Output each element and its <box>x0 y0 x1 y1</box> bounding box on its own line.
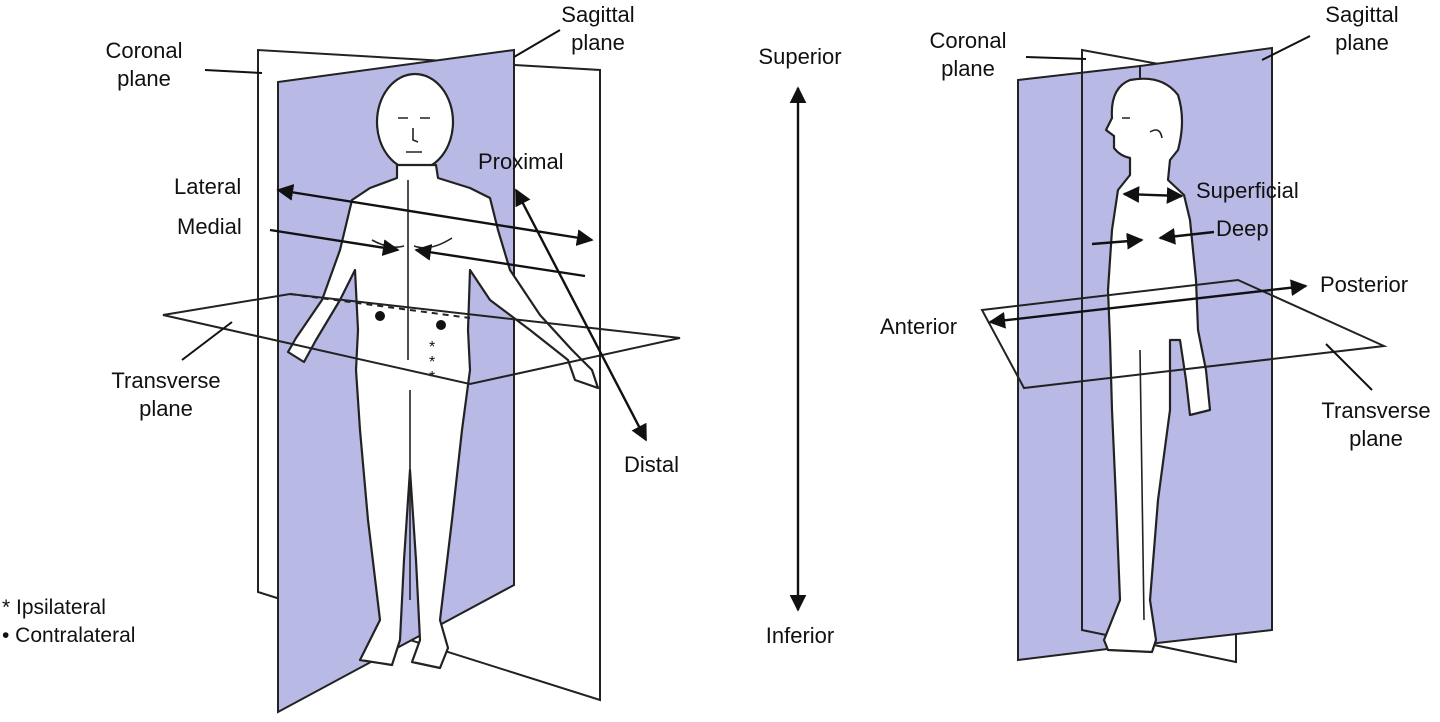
label-line: Transverse <box>111 368 220 393</box>
right-body <box>1102 77 1212 654</box>
legend-ipsilateral: * Ipsilateral <box>2 596 106 619</box>
svg-text:*: * <box>429 369 435 386</box>
right-sagittal-label: Sagittal plane <box>1325 2 1398 55</box>
superficial-arrow <box>1122 186 1184 204</box>
right-transverse-label: Transverse plane <box>1321 398 1430 451</box>
left-sagittal-label: Sagittal plane <box>561 2 634 55</box>
svg-text:*: * <box>429 354 435 371</box>
anterior-posterior-arrow <box>988 279 1308 329</box>
medial-label: Medial <box>177 214 242 239</box>
center-axis: Superior Inferior <box>758 44 841 648</box>
left-coronal-label: Coronal plane <box>105 38 182 91</box>
label-line: plane <box>571 30 625 55</box>
legend-contralateral: • Contralateral <box>2 624 135 647</box>
left-sagittal-leader <box>513 29 561 58</box>
legend: * Ipsilateral • Contralateral <box>2 596 135 647</box>
label-line: Sagittal <box>561 2 634 27</box>
left-coronal-leader <box>204 69 263 74</box>
svg-text:*: * <box>429 339 435 356</box>
label-line: plane <box>941 56 995 81</box>
anterior-label: Anterior <box>880 314 957 339</box>
posterior-label: Posterior <box>1320 272 1408 297</box>
deep-arrow-right <box>1158 227 1215 245</box>
label-line: plane <box>1335 30 1389 55</box>
label-line: plane <box>1349 426 1403 451</box>
right-figure: Coronal plane Sagittal plane Transverse pla… <box>880 2 1431 664</box>
deep-label: Deep <box>1216 216 1269 241</box>
medial-arrow-left <box>269 228 400 256</box>
label-line: plane <box>139 396 193 421</box>
label-line: Sagittal <box>1325 2 1398 27</box>
proximal-label: Proximal <box>478 149 564 174</box>
deep-arrow-left <box>1091 232 1144 250</box>
left-transverse-leader <box>181 321 233 361</box>
superficial-label: Superficial <box>1196 178 1299 203</box>
label-line: Coronal <box>105 38 182 63</box>
right-sagittal-leader <box>1261 35 1311 61</box>
superior-label: Superior <box>758 44 841 69</box>
label-line: plane <box>117 66 171 91</box>
label-line: Coronal <box>929 28 1006 53</box>
proximal-distal-arrow <box>514 188 648 442</box>
right-transverse-leader <box>1325 343 1373 391</box>
left-transverse-plane <box>162 292 681 386</box>
lateral-label: Lateral <box>174 174 241 199</box>
left-figure: * * * Coronal plane Sagittal plane Transve… <box>105 2 681 714</box>
label-line: Transverse <box>1321 398 1430 423</box>
distal-label: Distal <box>624 452 679 477</box>
right-coronal-leader <box>1025 56 1087 60</box>
left-transverse-label: Transverse plane <box>111 368 220 421</box>
right-coronal-label: Coronal plane <box>929 28 1006 81</box>
inferior-label: Inferior <box>766 623 834 648</box>
left-transverse-dash <box>289 293 471 319</box>
